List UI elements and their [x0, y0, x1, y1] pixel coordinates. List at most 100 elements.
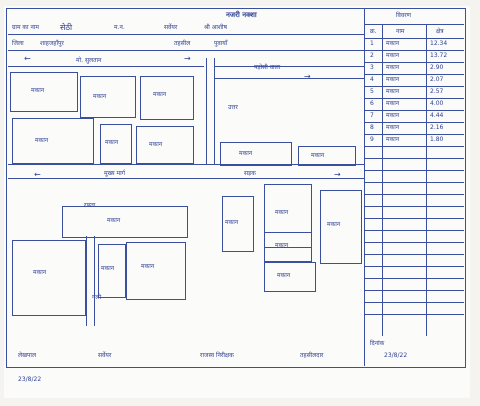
road-middle-label: मुख्य मार्ग: [104, 170, 126, 177]
table-cell-no: 4: [370, 76, 374, 83]
table-row-line: [364, 170, 464, 171]
table-cell-area: 12.34: [430, 40, 448, 47]
table-col-area: क्षेत्र: [436, 28, 444, 35]
tehsil-label: तहसील: [174, 40, 191, 47]
table-cell-no: 5: [370, 88, 374, 95]
table-cell-name: मकान: [386, 52, 400, 59]
table-row-line: [364, 230, 464, 231]
house-block: मकान: [100, 124, 132, 164]
table-row-line: [364, 278, 464, 279]
table-cell-name: मकान: [386, 100, 400, 107]
signature-date-1: 23/8/22: [18, 376, 42, 383]
tehsil-value: पुवायाँ: [214, 40, 228, 47]
house-block: मकान: [320, 190, 362, 264]
house-block: मकान: [12, 240, 86, 316]
officer-label: सर्वेयर: [164, 24, 178, 31]
table-cell-name: मकान: [386, 40, 400, 47]
table-row-line: [364, 158, 464, 159]
arrow-icon: →: [184, 54, 191, 63]
table-cell-name: मकान: [386, 76, 400, 83]
table-cell-area: 2.16: [430, 124, 444, 131]
house-block: मकान: [264, 262, 316, 292]
table-row-line: [364, 146, 464, 147]
house-block: मकान: [136, 126, 194, 164]
officer-value: श्री आशीष: [204, 24, 227, 31]
table-col-line: [426, 24, 427, 336]
road-line: [8, 178, 364, 179]
table-footer-label: दिनांक: [370, 340, 385, 347]
signature-2: सर्वेयर: [98, 352, 112, 359]
table-row-line: [364, 302, 464, 303]
house-block: मकान: [264, 184, 312, 248]
table-cell-name: मकान: [386, 112, 400, 119]
road-lower-label: सड़क: [244, 170, 256, 177]
road-top-label: मो. सुलतान: [76, 57, 102, 64]
table-border: [364, 8, 365, 366]
house-block: मकान: [12, 118, 94, 164]
arrow-icon: ←: [34, 170, 41, 179]
table-row-line: [364, 134, 464, 135]
table-row-line: [364, 254, 464, 255]
table-cell-no: 3: [370, 64, 374, 71]
house-block: मकान: [298, 146, 356, 166]
road-line: [94, 236, 95, 326]
table-cell-area: 2.57: [430, 88, 444, 95]
table-row-line: [364, 38, 464, 39]
table-row-line: [364, 194, 464, 195]
table-row-line: [364, 62, 464, 63]
signature-3: राजस्व निरीक्षक: [200, 352, 234, 359]
table-col-name: नाम: [396, 28, 405, 35]
table-line: [364, 24, 464, 25]
house-block: मकान: [264, 232, 312, 262]
table-cell-area: 2.07: [430, 76, 444, 83]
table-cell-name: मकान: [386, 64, 400, 71]
table-cell-area: 1.80: [430, 136, 444, 143]
table-cell-name: मकान: [386, 124, 400, 131]
plot-label: म.न.: [114, 24, 125, 31]
table-title: विवरण: [396, 12, 412, 19]
house-block: मकान: [220, 142, 292, 166]
village-label: ग्राम का नाम: [12, 24, 39, 31]
table-row-line: [364, 206, 464, 207]
table-row-line: [364, 290, 464, 291]
survey-sheet: नजरी नक्शा ग्राम का नाम सेठी म.न. सर्वेय…: [4, 6, 470, 398]
table-cell-area: 4.00: [430, 100, 444, 107]
table-cell-area: 13.72: [430, 52, 448, 59]
district-value: शाहजहाँपुर: [40, 40, 64, 47]
house-block: मकान: [140, 76, 194, 120]
table-cell-no: 7: [370, 112, 374, 119]
road-lower-left-label: गली: [92, 294, 102, 301]
table-row-line: [364, 110, 464, 111]
road-line: [214, 66, 364, 67]
table-cell-name: मकान: [386, 136, 400, 143]
table-cell-name: मकान: [386, 88, 400, 95]
road-small-label: रास्ता: [84, 202, 96, 209]
house-block: मकान: [80, 76, 136, 118]
header-divider: [8, 34, 364, 35]
signature-1: लेखपाल: [18, 352, 37, 359]
district-label: जिला: [12, 40, 24, 47]
house-block: मकान: [10, 72, 78, 112]
arrow-icon: →: [304, 72, 311, 81]
arrow-icon: ←: [24, 54, 31, 63]
road-line: [86, 236, 87, 326]
table-row-line: [364, 122, 464, 123]
header-divider-2: [8, 50, 364, 51]
table-cell-area: 2.90: [430, 64, 444, 71]
table-cell-no: 8: [370, 124, 374, 131]
road-line: [8, 164, 364, 165]
table-row-line: [364, 242, 464, 243]
house-block: मकान: [62, 206, 188, 238]
table-cell-no: 9: [370, 136, 374, 143]
village-value: सेठी: [60, 23, 73, 32]
table-cell-area: 4.44: [430, 112, 444, 119]
table-row-line: [364, 266, 464, 267]
outer-border: [6, 8, 466, 368]
table-cell-no: 2: [370, 52, 374, 59]
table-col-line: [382, 24, 383, 336]
road-line: [8, 66, 204, 67]
table-col-no: क्र.: [370, 28, 377, 35]
house-block: मकान: [222, 196, 254, 252]
table-row-line: [364, 218, 464, 219]
table-cell-no: 1: [370, 40, 374, 47]
